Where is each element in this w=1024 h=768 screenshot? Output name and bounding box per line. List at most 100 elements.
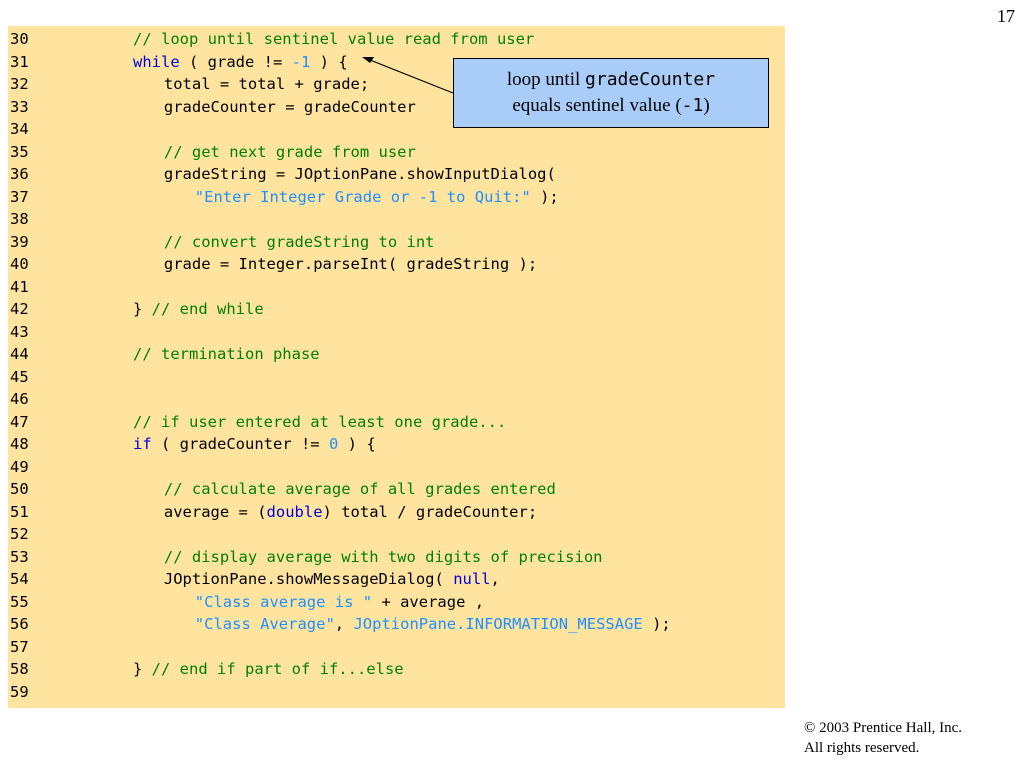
code-token: 0 [328,435,339,453]
code-line: 39// convert gradeString to int [8,231,435,254]
line-number: 57 [10,637,29,656]
code-line: 46 [8,388,133,411]
line-number: 59 [10,682,29,701]
code-line: 54 JOptionPane.showMessageDialog( null, [8,568,500,591]
code-line: 38 [8,208,133,231]
code-line: 51 average = (double) total / gradeCounte… [8,501,537,524]
code-text: "Class average is " + average , [195,593,484,611]
line-number: 36 [10,165,29,183]
line-number: 35 [10,142,29,161]
code-line: 43 [8,321,133,344]
code-token: // display average with two digits of pr… [163,547,603,566]
line-number: 38 [10,210,29,228]
line-number: 55 [10,592,29,611]
code-text: // convert gradeString to int [164,233,435,251]
line-number: 47 [10,412,29,431]
line-number: 48 [10,435,29,453]
code-line: 49 [8,456,133,479]
callout-line-1: loop until gradeCounter [454,67,768,93]
code-token: double [266,502,323,521]
line-number: 34 [10,120,29,138]
line-number: 37 [10,187,29,206]
copyright-line-2: All rights reserved. [804,740,920,756]
line-number: 30 [10,30,29,48]
code-line: 44 // termination phase [8,343,320,366]
copyright-notice: © 2003 Prentice Hall, Inc. All rights re… [804,718,1014,758]
code-line: 33 gradeCounter = gradeCounter [8,96,416,119]
line-number: 46 [10,390,29,408]
code-line: 55 "Class average is " + average , [8,591,484,614]
code-line: 41 [8,276,133,299]
code-token: // termination phase [133,345,320,363]
code-token: null [453,570,491,588]
code-text: // loop until sentinel value read from u… [133,30,534,48]
line-number: 58 [10,660,29,678]
code-text: } // end if part of if...else [133,660,404,678]
code-text: // if user entered at least one grade... [133,413,506,431]
code-line: 56"Class Average", JOptionPane.INFORMATI… [8,613,671,636]
code-token: // convert gradeString to int [163,232,435,251]
code-text: "Enter Integer Grade or -1 to Quit:" ); [195,188,559,206]
code-token: if [133,435,152,453]
code-text: // display average with two digits of pr… [164,548,603,566]
code-text: grade = Integer.parseInt( gradeString ); [164,255,537,273]
line-number: 51 [10,502,29,521]
line-number: 53 [10,547,29,566]
callout-box: loop until gradeCounter equals sentinel … [453,58,769,128]
code-line: 42} // end while [8,298,264,321]
line-number: 43 [10,322,29,341]
callout-text: loop until [506,69,586,90]
code-token: + average , [372,592,485,611]
code-text: gradeCounter = gradeCounter [164,98,416,116]
code-text: while ( grade != -1 ) { [133,53,348,71]
code-line: 58 } // end if part of if...else [8,658,404,681]
code-line: 48 if ( gradeCounter != 0 ) { [8,433,376,456]
code-token: } [133,300,152,318]
code-line: 52 [8,523,133,546]
code-token: ( gradeCounter != [151,435,329,453]
code-listing: 30 // loop until sentinel value read from… [8,26,785,708]
code-token: ) { [338,435,376,453]
code-token: // if user entered at least one grade... [133,412,507,431]
code-token: } [133,660,152,678]
code-line: 35 // get next grade from user [8,141,416,164]
page-number: 17 [997,6,1015,26]
code-text: average = (double) total / gradeCounter; [164,503,537,521]
code-token: ); [642,615,671,633]
line-number: 45 [10,367,29,386]
code-token: // loop until sentinel value read from u… [133,30,535,48]
callout-line-2: equals sentinel value (-1) [454,93,768,119]
line-number: 40 [10,255,29,273]
line-number: 32 [10,75,29,93]
line-number: 33 [10,97,29,116]
callout-text: equals sentinel value ( [512,95,682,116]
callout-text: ) [703,95,710,116]
code-line: 34 [8,118,133,141]
line-number: 54 [10,570,29,588]
code-line: 50// calculate average of all grades ent… [8,478,556,501]
code-token: ( grade != [179,52,292,71]
code-line: 57 [8,636,133,659]
code-line: 37 "Enter Integer Grade or -1 to Quit:" )… [8,186,559,209]
code-token: average = ( [163,502,267,521]
line-number: 42 [10,300,29,318]
code-token: , [334,615,354,633]
code-token: JOptionPane.showMessageDialog( [163,570,454,588]
callout-code: -1 [681,95,704,116]
code-token: gradeCounter = gradeCounter [163,97,416,116]
code-token: // get next grade from user [163,142,416,161]
code-text: JOptionPane.showMessageDialog( null, [164,570,500,588]
code-token: JOptionPane.INFORMATION_MESSAGE [353,615,643,633]
code-token: ); [530,187,559,206]
code-text: gradeString = JOptionPane.showInputDialo… [164,165,556,183]
code-token: "Class Average" [194,615,335,633]
line-number: 44 [10,345,29,363]
code-text: // calculate average of all grades enter… [164,480,556,498]
code-token: -1 [291,52,311,71]
code-text: // termination phase [133,345,320,363]
code-line: 59 [8,681,133,704]
code-line: 47 // if user entered at least one grade.… [8,411,506,434]
code-token: // end while [151,300,264,318]
